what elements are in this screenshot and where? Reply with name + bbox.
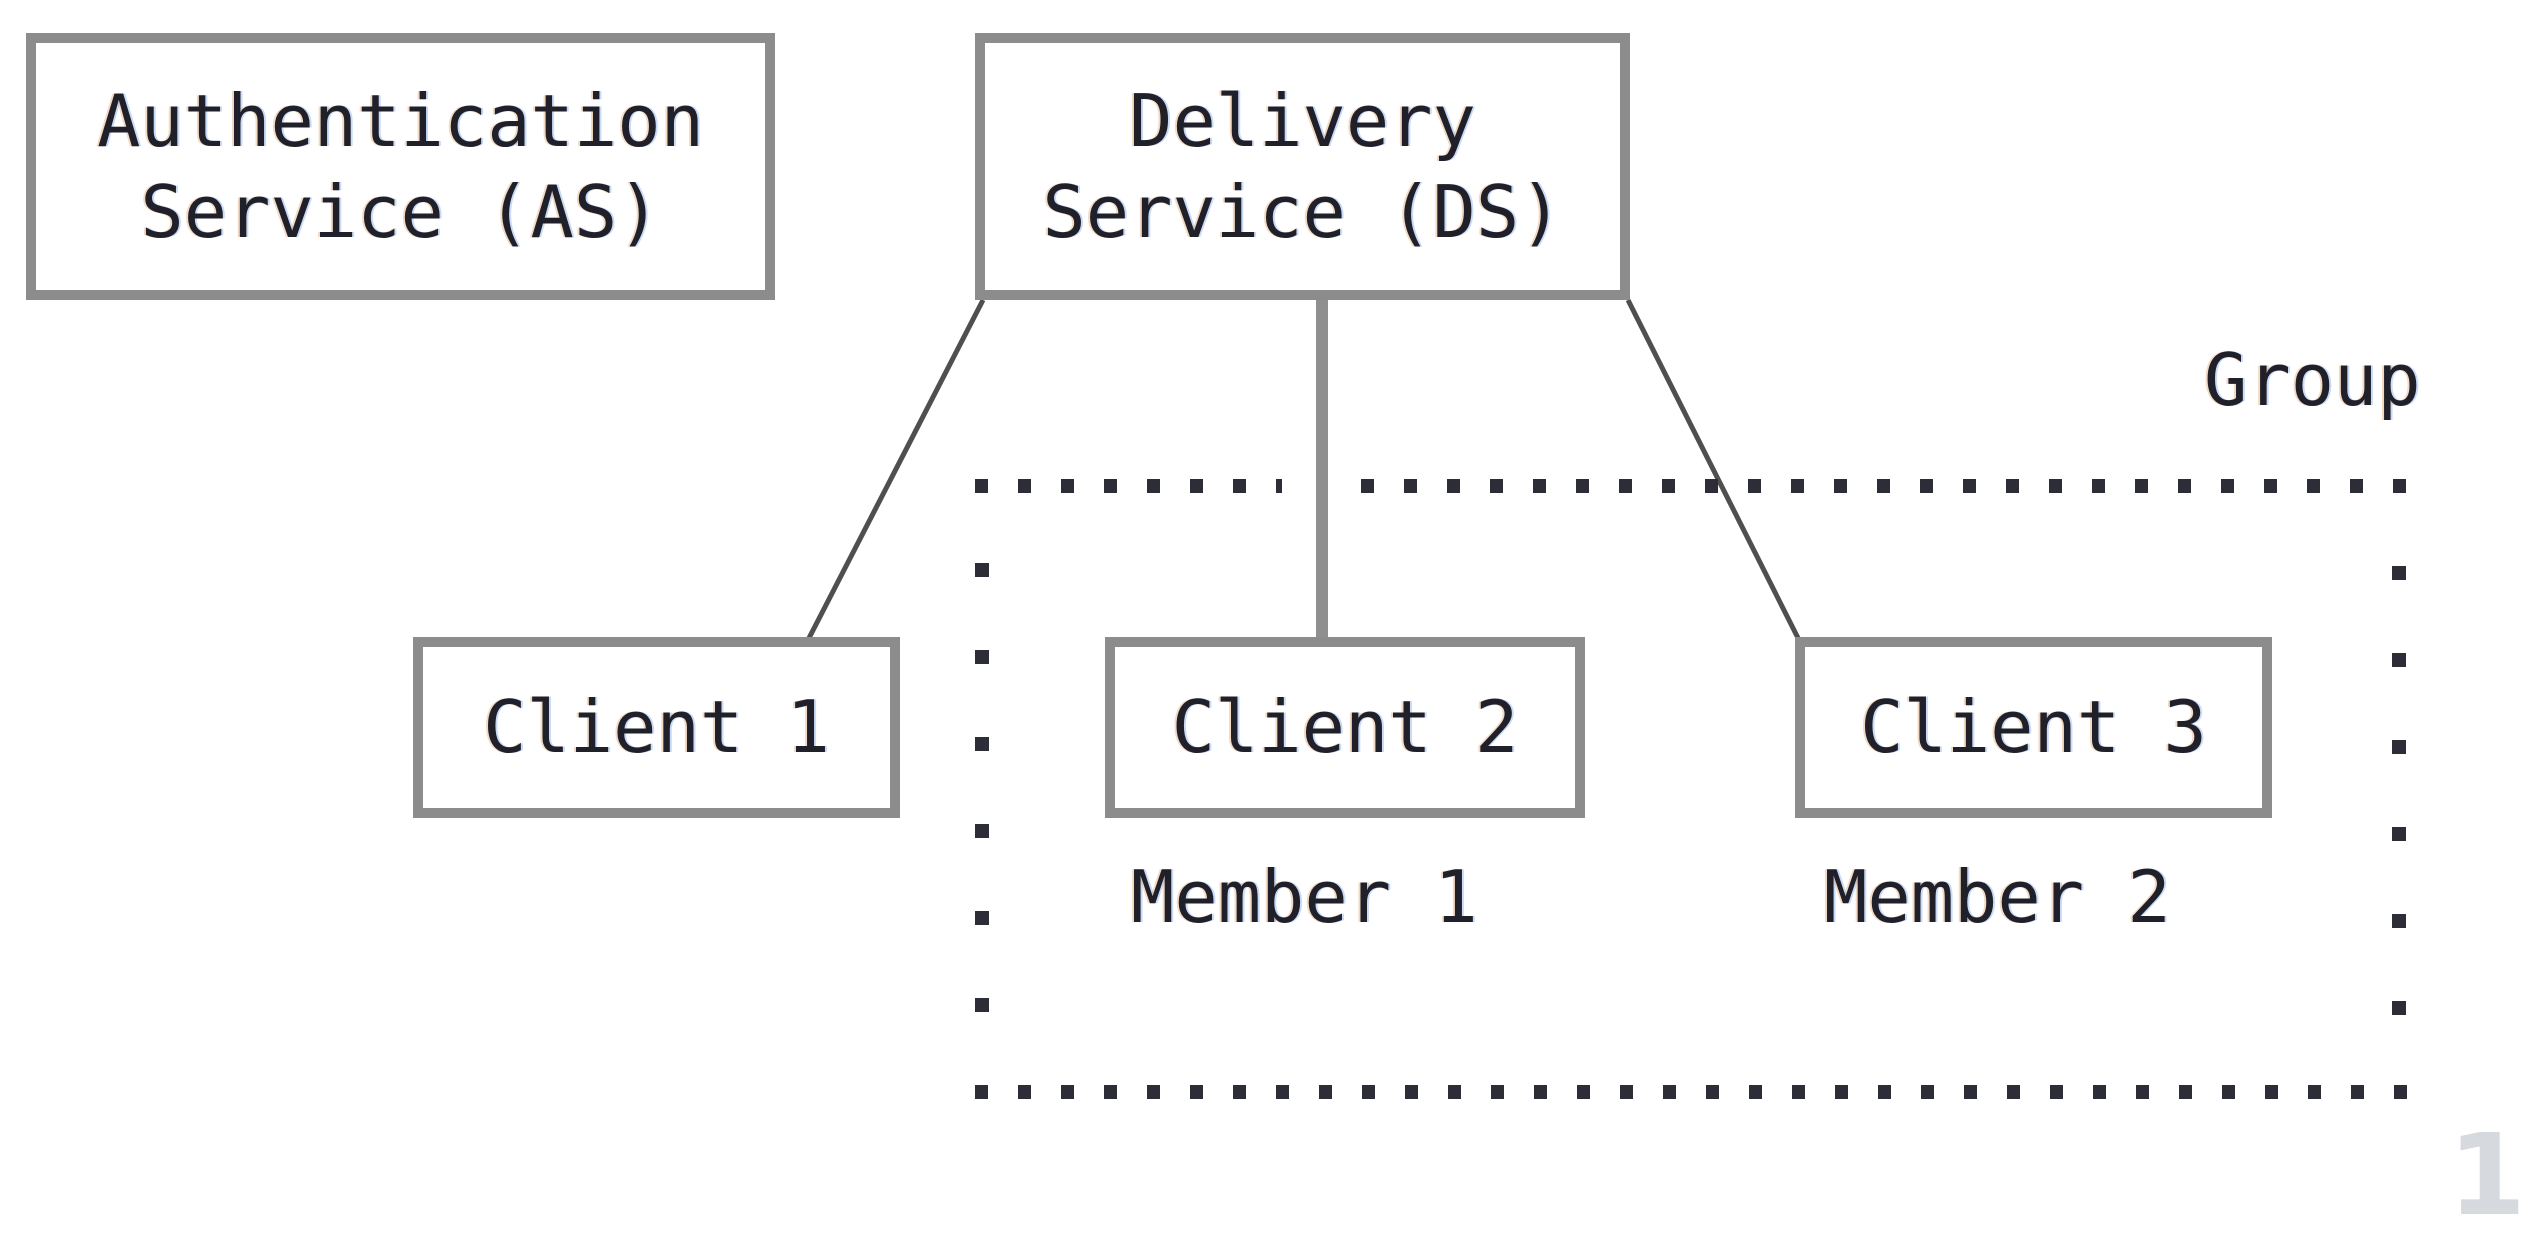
node-client-3-label: Client 3: [1860, 685, 2207, 769]
node-client-1: Client 1: [413, 637, 900, 818]
connector-ds-client3: [1625, 298, 1803, 644]
member-2-label: Member 2: [1824, 855, 2171, 939]
group-boundary-right-edge: [2392, 566, 2406, 1018]
group-boundary-top-left-segment: [975, 479, 1282, 493]
node-client-2-label: Client 2: [1171, 685, 1519, 769]
group-boundary-top-right-segment: [1361, 479, 2407, 493]
node-client-1-label: Client 1: [483, 685, 830, 769]
node-client-2: Client 2: [1105, 637, 1585, 818]
group-boundary-bottom-edge: [975, 1085, 2407, 1099]
page-number-watermark: 1: [2448, 1111, 2526, 1241]
node-client-3: Client 3: [1795, 637, 2272, 818]
member-1-label: Member 1: [1131, 855, 1478, 939]
connector-ds-client1: [805, 298, 986, 642]
group-boundary-left-edge: [975, 563, 989, 1018]
group-label: Group: [2204, 338, 2421, 422]
